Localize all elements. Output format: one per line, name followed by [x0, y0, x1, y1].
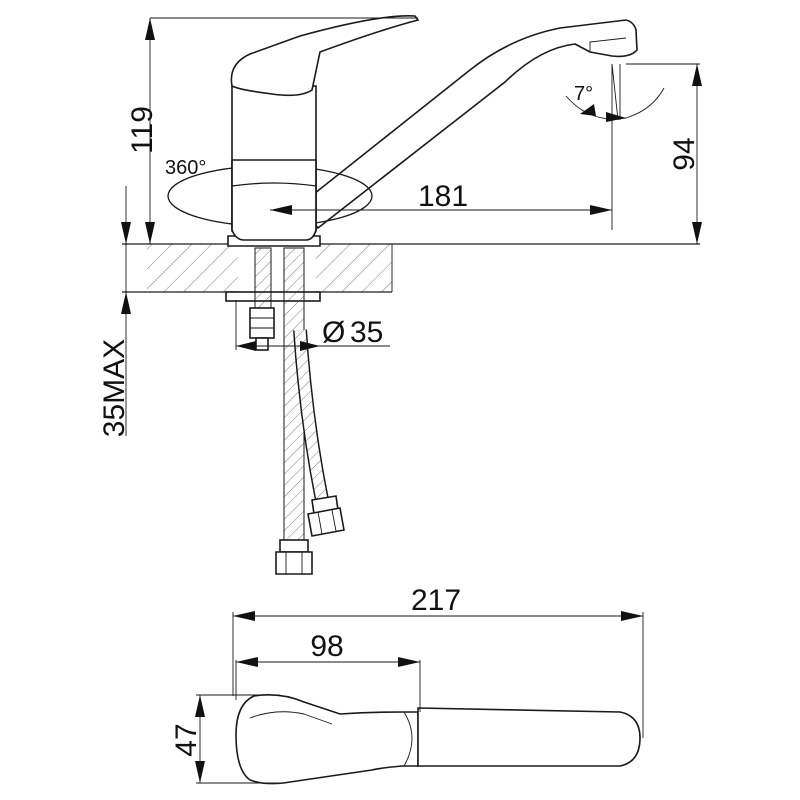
countertop: [122, 243, 700, 293]
dimension-lines-top: [195, 611, 644, 784]
dimension-lines-side: [121, 17, 702, 436]
dim-label-length-total: 217: [411, 584, 461, 617]
dim-label-height-spout: 94: [668, 137, 701, 170]
diameter-symbol: Ø: [322, 316, 345, 349]
dim-label-length-handle: 98: [310, 630, 343, 663]
dim-label-height-total: 119: [126, 106, 159, 154]
faucet-top-view: [235, 694, 641, 785]
dim-label-reach: 181: [418, 180, 468, 213]
mounting-hardware: [225, 247, 321, 351]
dim-label-width: 47: [170, 723, 203, 756]
dim-label-rotation: 360°: [165, 157, 206, 179]
dim-label-spout-angle: 7°: [574, 83, 593, 105]
dim-label-hole-diameter: 35: [350, 316, 383, 349]
faucet-body: [167, 15, 638, 247]
dim-label-max-thickness: 35MAX: [98, 339, 131, 437]
supply-hoses: [275, 247, 345, 575]
